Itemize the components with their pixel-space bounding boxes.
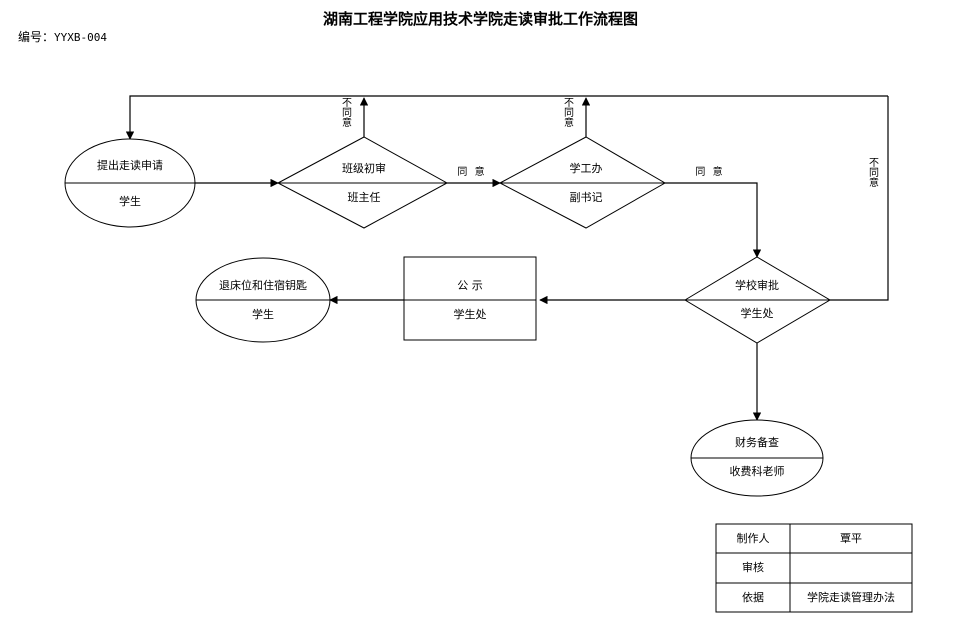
node-publicity-shape (403, 256, 537, 341)
node-student-affairs-office-bottom-label: 副书记 (570, 191, 603, 204)
signoff-row-0-label: 制作人 (737, 532, 770, 545)
signoff-row-0-value[interactable]: 覃平 (840, 532, 862, 545)
node-class-review[interactable]: 班级初审 班主任 (276, 136, 449, 229)
node-apply-top-label: 提出走读申请 (97, 158, 163, 172)
signoff-table-border (715, 523, 913, 613)
edge-label-disagree-class: 不同意 (340, 97, 352, 127)
signoff-row-1-label: 审核 (742, 560, 764, 574)
node-finance-record[interactable]: 财务备查 收费科老师 (690, 419, 824, 497)
node-student-affairs-office-top-label: 学工办 (570, 161, 603, 175)
document-number-label: 编号： (18, 30, 55, 44)
node-school-approval-top-label: 学校审批 (735, 278, 779, 292)
signoff-row-2-label: 依据 (742, 590, 764, 604)
node-finance-record-bottom-label: 收费科老师 (730, 464, 785, 478)
node-publicity-top-label: 公 示 (457, 279, 483, 292)
node-class-review-bottom-label: 班主任 (348, 191, 381, 204)
node-publicity-bottom-label: 学生处 (454, 307, 487, 321)
edge-label-agree-2: 同 意 (695, 165, 724, 178)
node-return-bed-key-bottom-label: 学生 (252, 307, 274, 321)
edge-office-to-school (665, 182, 762, 258)
node-return-bed-key[interactable]: 退床位和住宿钥匙 学生 (195, 257, 331, 343)
document-number-value: YYXB-004 (54, 31, 107, 44)
edge-label-agree-1: 同 意 (457, 165, 486, 178)
node-school-approval-bottom-label: 学生处 (741, 306, 774, 320)
node-publicity[interactable]: 公 示 学生处 (403, 256, 537, 341)
node-student-affairs-office[interactable]: 学工办 副书记 (498, 136, 667, 229)
node-apply-bottom-label: 学生 (119, 194, 141, 208)
node-class-review-top-label: 班级初审 (342, 161, 386, 175)
signoff-row-2-value: 学院走读管理办法 (807, 590, 895, 604)
edge-label-disagree-office: 不同意 (562, 97, 574, 127)
signoff-table: 制作人 覃平 审核 依据 学院走读管理办法 (715, 523, 913, 613)
edge-school-disagree (830, 96, 889, 301)
edge-label-disagree-school: 不同意 (867, 157, 879, 187)
document-number: 编号：YYXB-004 (18, 28, 107, 45)
node-school-approval[interactable]: 学校审批 学生处 (684, 256, 831, 344)
node-return-bed-key-top-label: 退床位和住宿钥匙 (219, 278, 307, 292)
edge-feedback-top-rail (125, 95, 888, 140)
node-apply[interactable]: 提出走读申请 学生 (64, 138, 196, 228)
page-title: 湖南工程学院应用技术学院走读审批工作流程图 (322, 10, 638, 28)
node-finance-record-top-label: 财务备查 (735, 435, 779, 449)
